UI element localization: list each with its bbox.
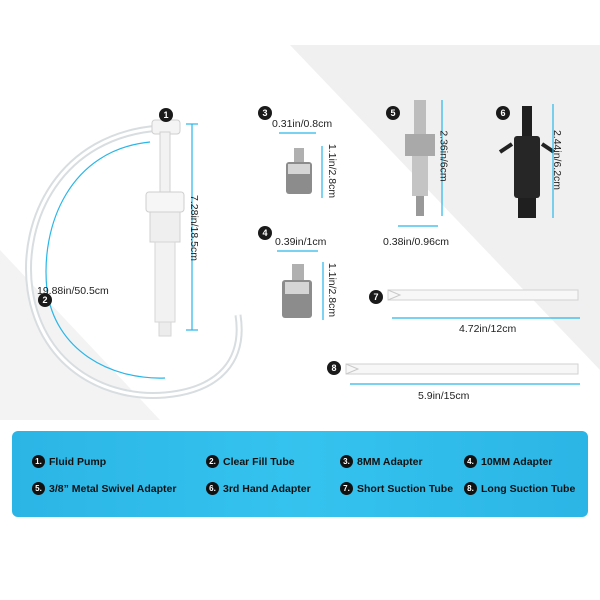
legend-number: 7.	[340, 482, 353, 495]
legend-item-7: 7. Short Suction Tube	[340, 482, 453, 495]
legend-label: Long Suction Tube	[481, 482, 576, 495]
badge-6: 6	[496, 106, 510, 120]
legend-number: 2.	[206, 455, 219, 468]
legend-number: 4.	[464, 455, 477, 468]
legend-label: 8MM Adapter	[357, 455, 423, 468]
third-hand-adapter	[498, 106, 556, 218]
badge-4: 4	[258, 226, 272, 240]
badge-8: 8	[327, 361, 341, 375]
legend-number: 6.	[206, 482, 219, 495]
legend-number: 1.	[32, 455, 45, 468]
legend-number: 5.	[32, 482, 45, 495]
legend-label: 10MM Adapter	[481, 455, 553, 468]
badge-1: 1	[159, 108, 173, 122]
badge-5: 5	[386, 106, 400, 120]
metal-swivel-adapter	[405, 100, 435, 216]
adapter5-height-label: 2.36in/6cm	[437, 130, 450, 182]
short-suction-tube	[387, 289, 579, 301]
adapter3-height-label: 1.1in/2.8cm	[326, 143, 339, 199]
adapter-8mm	[286, 148, 312, 194]
legend-number: 8.	[464, 482, 477, 495]
legend-item-5: 5. 3/8” Metal Swivel Adapter	[32, 482, 176, 495]
badge-7: 7	[369, 290, 383, 304]
long-suction-tube	[345, 363, 579, 375]
adapter6-height-label: 2.44in/6.2cm	[551, 129, 564, 191]
adapter4-height-label: 1.1in/2.8cm	[326, 262, 339, 318]
legend-label: 3rd Hand Adapter	[223, 482, 311, 495]
badge-3: 3	[258, 106, 272, 120]
badge-2: 2	[38, 293, 52, 307]
legend-item-2: 2. Clear Fill Tube	[206, 455, 295, 468]
short-tube-label: 4.72in/12cm	[459, 323, 517, 335]
fluid-pump	[145, 119, 185, 337]
legend-item-8: 8. Long Suction Tube	[464, 482, 575, 495]
legend-item-6: 6. 3rd Hand Adapter	[206, 482, 311, 495]
legend-item-3: 3. 8MM Adapter	[340, 455, 423, 468]
legend-label: Short Suction Tube	[357, 482, 454, 495]
adapter3-width-label: 0.31in/0.8cm	[272, 118, 333, 130]
pump-height-label: 7.28in/18.5cm	[187, 195, 200, 261]
parts-legend: 1. Fluid Pump 2. Clear Fill Tube 3. 8MM …	[12, 431, 588, 517]
legend-label: Fluid Pump	[49, 455, 107, 468]
tube-length-guide	[45, 141, 166, 379]
legend-number: 3.	[340, 455, 353, 468]
tube-length-label: 19.88in/50.5cm	[37, 285, 109, 297]
adapter4-width-label: 0.39in/1cm	[275, 236, 327, 248]
legend-item-4: 4. 10MM Adapter	[464, 455, 552, 468]
long-tube-label: 5.9in/15cm	[418, 390, 470, 402]
adapter5-width-label: 0.38in/0.96cm	[383, 236, 449, 248]
legend-label: Clear Fill Tube	[223, 455, 295, 468]
adapter-10mm	[282, 264, 312, 318]
legend-label: 3/8” Metal Swivel Adapter	[49, 482, 177, 495]
legend-item-1: 1. Fluid Pump	[32, 455, 106, 468]
